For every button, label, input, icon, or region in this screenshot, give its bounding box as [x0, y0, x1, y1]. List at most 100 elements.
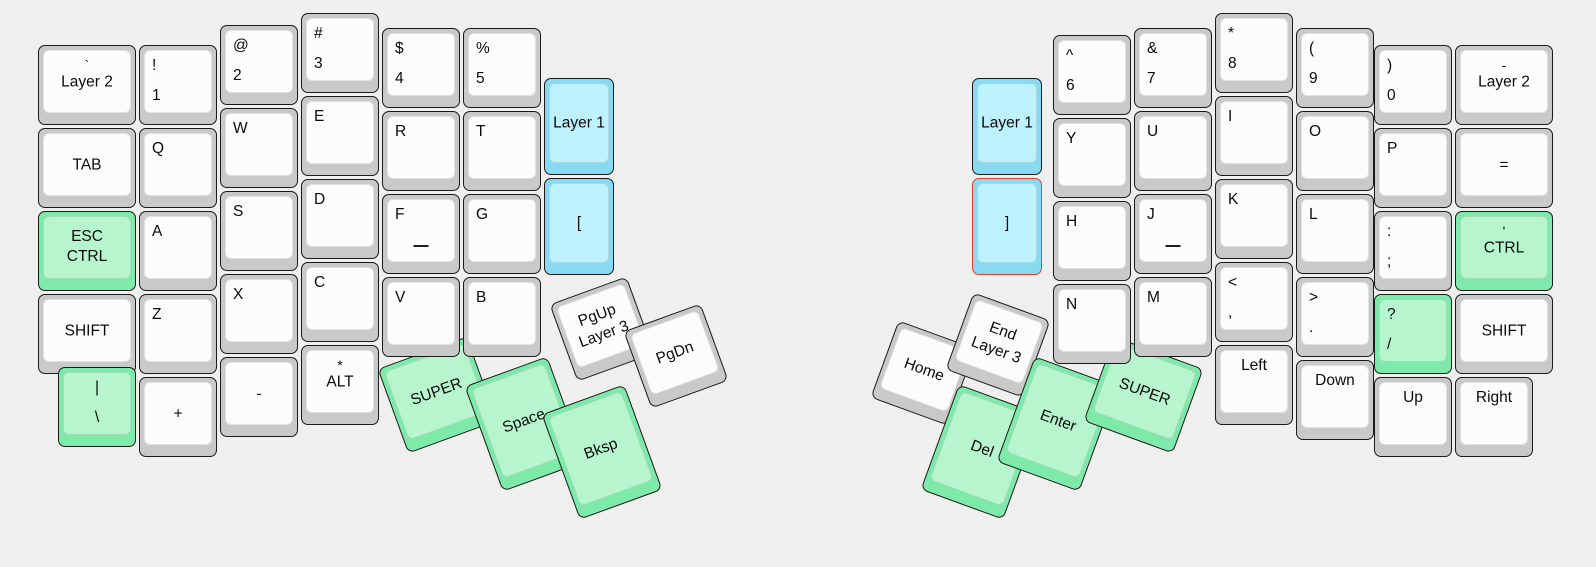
key-r-semicolon[interactable]: :;: [1374, 211, 1452, 291]
key-legend: U: [1147, 123, 1159, 140]
key-legend: Enter: [1037, 406, 1079, 435]
key-legend: I: [1228, 108, 1233, 125]
key-r-m[interactable]: M: [1134, 277, 1212, 357]
key-legend: [: [576, 214, 582, 232]
key-r-left[interactable]: Left: [1215, 345, 1293, 425]
key-r-9[interactable]: (9: [1296, 28, 1374, 108]
key-r-bracket-right[interactable]: ]: [972, 178, 1042, 275]
keycap-l-e: E: [306, 101, 374, 164]
key-r-n[interactable]: N: [1053, 284, 1131, 364]
key-legend: =: [1499, 155, 1509, 173]
key-r-u[interactable]: U: [1134, 111, 1212, 191]
key-r-l[interactable]: L: [1296, 194, 1374, 274]
key-l-b[interactable]: B: [463, 277, 541, 357]
key-r-comma[interactable]: <,: [1215, 262, 1293, 342]
keycap-r-m: M: [1139, 282, 1207, 345]
key-r-6[interactable]: ^6: [1053, 35, 1131, 115]
key-l-5[interactable]: %5: [463, 28, 541, 108]
key-r-shift[interactable]: SHIFT: [1455, 294, 1553, 374]
key-r-p[interactable]: P: [1374, 128, 1452, 208]
key-r-minus-layer2[interactable]: -Layer 2: [1455, 45, 1553, 125]
key-l-f[interactable]: F: [382, 194, 460, 274]
keycap-r-l: L: [1301, 199, 1369, 262]
key-r-8[interactable]: *8: [1215, 13, 1293, 93]
key-r-0[interactable]: )0: [1374, 45, 1452, 125]
key-legend: P: [1387, 140, 1398, 157]
key-r-layer1[interactable]: Layer 1: [972, 78, 1042, 175]
key-r-h[interactable]: H: [1053, 201, 1131, 281]
key-r-quote-ctrl[interactable]: 'CTRL: [1455, 211, 1553, 291]
key-legend: SUPER: [1116, 374, 1173, 409]
key-l-bracket-left[interactable]: [: [544, 178, 614, 275]
key-l-v[interactable]: V: [382, 277, 460, 357]
key-legend: #: [314, 25, 323, 42]
key-l-asterisk-alt[interactable]: *ALT: [301, 345, 379, 425]
key-r-j[interactable]: J: [1134, 194, 1212, 274]
key-legend: <: [1228, 274, 1238, 291]
key-legend: N: [1066, 296, 1078, 313]
key-legend: End Layer 3: [968, 318, 1024, 368]
key-l-r[interactable]: R: [382, 111, 460, 191]
key-l-grave-layer2[interactable]: `Layer 2: [38, 45, 136, 125]
key-l-1[interactable]: !1: [139, 45, 217, 125]
key-l-tab[interactable]: TAB: [38, 128, 136, 208]
key-l-plus[interactable]: +: [139, 377, 217, 457]
key-legend: \: [94, 408, 100, 426]
keycap-r-9: (9: [1301, 33, 1369, 96]
key-legend: +: [173, 404, 183, 422]
key-l-d[interactable]: D: [301, 179, 379, 259]
key-r-up[interactable]: Up: [1374, 377, 1452, 457]
keycap-l-esc-ctrl: ESC CTRL: [43, 216, 131, 279]
key-r-k[interactable]: K: [1215, 179, 1293, 259]
keycap-l-f: F: [387, 199, 455, 262]
key-r-period[interactable]: >.: [1296, 277, 1374, 357]
key-l-esc-ctrl[interactable]: ESC CTRL: [38, 211, 136, 291]
key-l-w[interactable]: W: [220, 108, 298, 188]
key-l-e[interactable]: E: [301, 96, 379, 176]
key-legend: Right: [1475, 389, 1513, 406]
keycap-l-q: Q: [144, 133, 212, 196]
key-legend: Y: [1066, 130, 1077, 147]
key-l-4[interactable]: $4: [382, 28, 460, 108]
key-r-y[interactable]: Y: [1053, 118, 1131, 198]
keycap-l-minus: -: [225, 362, 293, 425]
key-legend: V: [395, 289, 406, 306]
key-legend: %: [476, 40, 490, 57]
key-l-s[interactable]: S: [220, 191, 298, 271]
key-l-g[interactable]: G: [463, 194, 541, 274]
key-r-o[interactable]: O: [1296, 111, 1374, 191]
key-l-a[interactable]: A: [139, 211, 217, 291]
key-legend: 1: [152, 86, 161, 104]
key-l-shift[interactable]: SHIFT: [38, 294, 136, 374]
key-legend: J: [1147, 206, 1155, 223]
keycap-r-equal: =: [1460, 133, 1548, 196]
key-legend: .: [1309, 318, 1314, 336]
key-legend: 4: [395, 69, 404, 87]
key-r-slash[interactable]: ?/: [1374, 294, 1452, 374]
keycap-r-6: ^6: [1058, 40, 1126, 103]
key-l-2[interactable]: @2: [220, 25, 298, 105]
keycap-r-layer1: Layer 1: [977, 83, 1037, 163]
key-r-i[interactable]: I: [1215, 96, 1293, 176]
key-legend: H: [1066, 213, 1078, 230]
key-l-x[interactable]: X: [220, 274, 298, 354]
key-r-down[interactable]: Down: [1296, 360, 1374, 440]
key-l-q[interactable]: Q: [139, 128, 217, 208]
key-r-right[interactable]: Right: [1455, 377, 1533, 457]
key-l-t[interactable]: T: [463, 111, 541, 191]
key-l-3[interactable]: #3: [301, 13, 379, 93]
key-r-equal[interactable]: =: [1455, 128, 1553, 208]
keycap-l-pipe-backslash: |\: [63, 372, 131, 435]
keycap-r-semicolon: :;: [1379, 216, 1447, 279]
key-l-layer1[interactable]: Layer 1: [544, 78, 614, 175]
key-l-z[interactable]: Z: [139, 294, 217, 374]
key-l-c[interactable]: C: [301, 262, 379, 342]
key-legend: D: [314, 191, 326, 208]
key-r-7[interactable]: &7: [1134, 28, 1212, 108]
keycap-r-i: I: [1220, 101, 1288, 164]
key-l-minus[interactable]: -: [220, 357, 298, 437]
key-l-pipe-backslash[interactable]: |\: [58, 367, 136, 447]
key-legend: X: [233, 286, 244, 303]
